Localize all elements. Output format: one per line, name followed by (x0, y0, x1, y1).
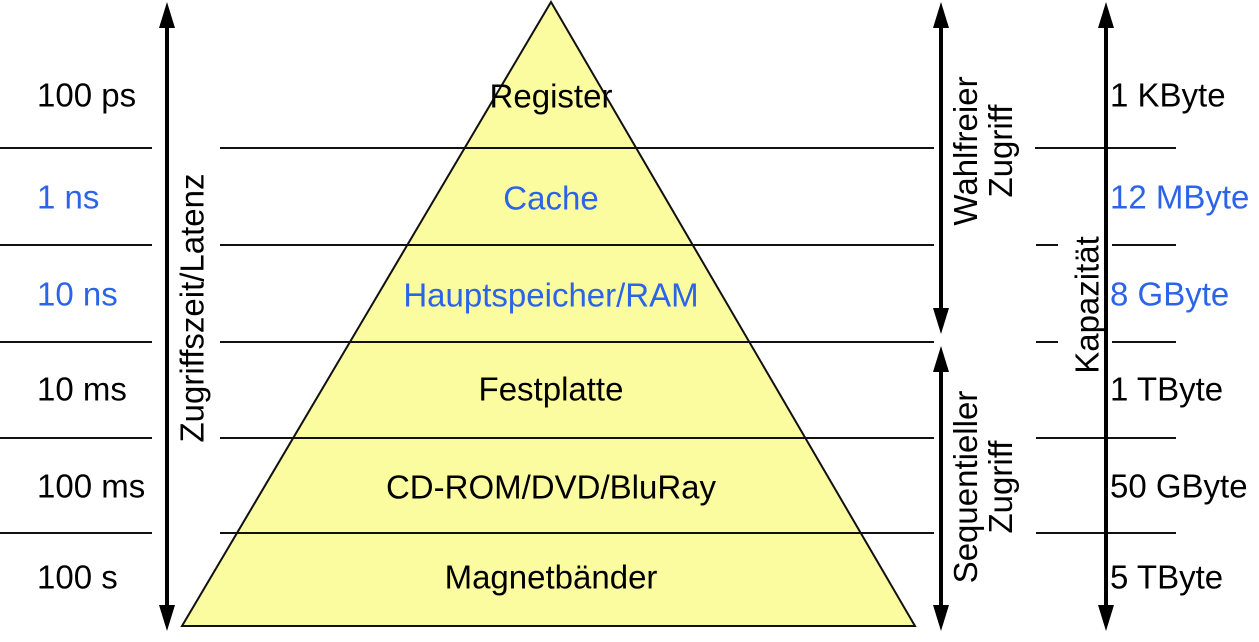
level-label-cache: Cache (503, 179, 599, 217)
sequential-access-arrow (933, 346, 949, 631)
access-time-tape: 100 s (37, 558, 118, 596)
capacity-ram: 8 GByte (1110, 275, 1230, 313)
latency-axis-arrow (159, 2, 175, 631)
capacity-tape: 5 TByte (1110, 558, 1224, 596)
random-access-arrow (933, 2, 949, 334)
level-label-tape: Magnetbänder (444, 558, 658, 596)
random-access-label-line1: Wahlfreier (947, 76, 985, 226)
access-time-register: 100 ps (37, 76, 137, 114)
level-label-optical: CD-ROM/DVD/BluRay (385, 468, 717, 506)
sequential-access-label-line1: Sequentieller (947, 390, 985, 584)
pyramid-shape (180, 0, 917, 627)
capacity-axis-arrow (1098, 2, 1114, 631)
latency-axis-label: Zugriffszeit/Latenz (173, 173, 211, 443)
level-separator-lines (0, 147, 1176, 534)
access-time-optical: 100 ms (37, 467, 146, 505)
access-time-ram: 10 ns (37, 275, 118, 313)
capacity-hdd: 1 TByte (1110, 370, 1224, 408)
level-label-hdd: Festplatte (478, 370, 624, 408)
capacity-register: 1 KByte (1110, 76, 1226, 114)
level-label-ram: Hauptspeicher/RAM (403, 276, 699, 314)
sequential-access-label-line2: Zugriff (982, 440, 1019, 534)
capacity-axis-label: Kapazität (1068, 236, 1106, 374)
capacity-optical: 50 GByte (1110, 467, 1248, 505)
level-label-register: Register (489, 77, 613, 115)
access-time-cache: 1 ns (37, 178, 100, 216)
access-time-hdd: 10 ms (37, 370, 127, 408)
capacity-cache: 12 MByte (1110, 178, 1250, 216)
random-access-label-line2: Zugriff (982, 104, 1019, 198)
